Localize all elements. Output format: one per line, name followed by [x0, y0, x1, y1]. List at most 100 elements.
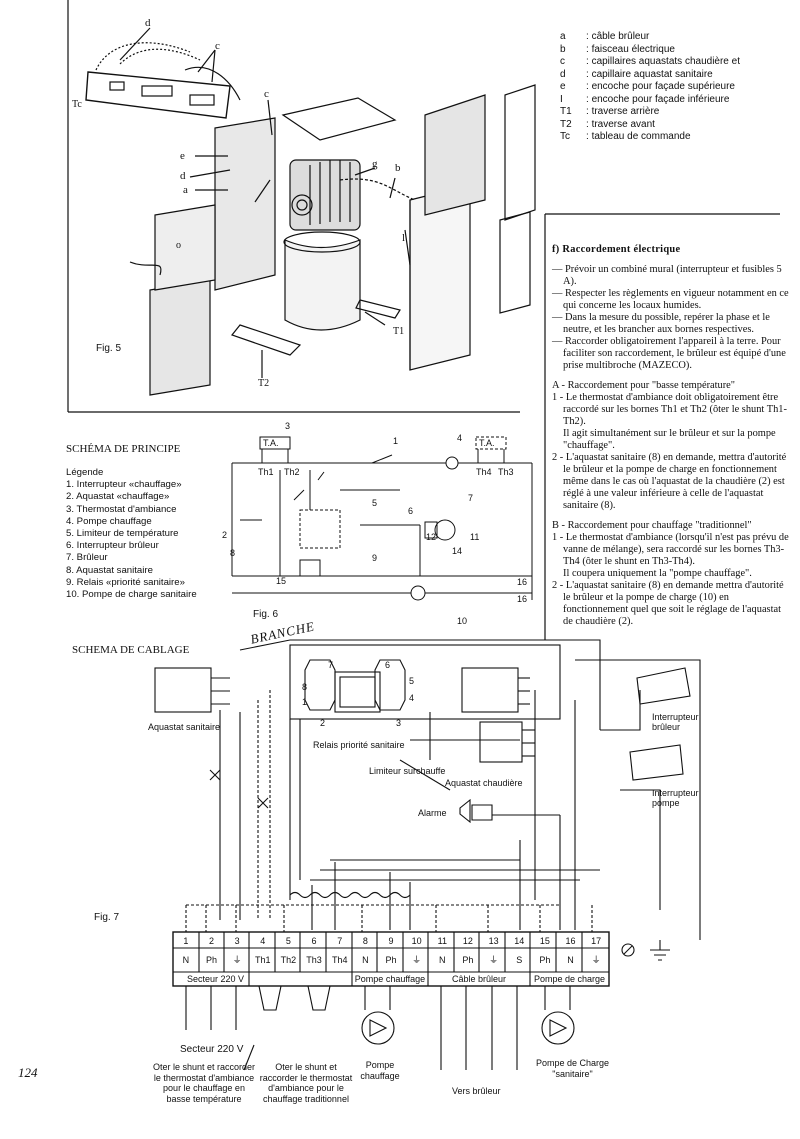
- thermostat-ambiance-box: [259, 436, 291, 450]
- fig5-caption: Fig. 5: [96, 343, 122, 354]
- page-number: 124: [18, 1065, 38, 1080]
- bottom-oter-shunt-basse-temp: Oter le shunt et raccorder le thermostat…: [152, 1062, 256, 1104]
- terminal-number: 1: [183, 936, 189, 946]
- fig6-legend-title: Légende: [66, 467, 104, 478]
- legend-text: traverse arrière: [591, 106, 660, 117]
- fig5-legend-row: a: câble brûleur: [560, 31, 740, 44]
- terminal-label: Th4: [331, 955, 348, 965]
- terminal-number: 2: [208, 936, 214, 946]
- fig6-legend-item: 6. Interrupteur brûleur: [66, 540, 159, 552]
- side-panel: [409, 184, 471, 371]
- fig6-n11: 11: [470, 532, 480, 542]
- fig6-th4: Th4: [476, 467, 492, 477]
- legend-text: câble brûleur: [591, 31, 650, 42]
- fig6-n14: 14: [452, 546, 463, 556]
- lower-front-panel: [149, 279, 211, 396]
- legend-key: b: [560, 43, 566, 55]
- legend-text: traverse avant: [591, 118, 655, 130]
- fig5-legend-row: c: capillaires aquastats chaudière et: [560, 56, 740, 69]
- fig6-legend-item: 5. Limiteur de température: [66, 528, 179, 540]
- aquastat-sanitaire-box: [299, 509, 341, 549]
- legend-sep: :: [586, 43, 589, 55]
- bottom-vers-bruleur: Vers brûleur: [452, 1086, 501, 1096]
- legend-key: e: [560, 81, 566, 92]
- legend-key: I: [560, 93, 563, 105]
- fig5-callout-o: o: [176, 240, 181, 251]
- legend-key: c: [560, 56, 565, 67]
- terminal-label: N: [182, 955, 190, 965]
- relay-term-7: 7: [328, 660, 334, 670]
- shunt-th3-th4: [307, 985, 331, 1011]
- section-b-item: 1 - Le thermostat d'ambiance (lorsqu'il …: [552, 532, 789, 567]
- section-f-item: — Respecter les règlements en vigueur no…: [552, 288, 789, 311]
- fig6-n15: 15: [276, 576, 287, 586]
- fig6-n9: 9: [372, 553, 378, 563]
- pompe-charge-motor: [541, 1011, 575, 1045]
- fig5-legend: a: câble brûleur b: faisceau électrique …: [560, 31, 740, 144]
- section-a-item: Il agit simultanément sur le brûleur et …: [563, 428, 776, 451]
- relais-priorite-box: [334, 671, 381, 713]
- fig6-n2: 2: [222, 530, 228, 540]
- relay-term-3: 3: [396, 718, 402, 728]
- terminal-label: Ph: [385, 955, 397, 965]
- fig6-th2: Th2: [284, 467, 300, 477]
- legend-key: Tc: [560, 131, 570, 142]
- fig5-callout-l: l: [402, 232, 406, 244]
- section-b-item: Il coupera uniquement la "pompe chauffag…: [563, 568, 752, 579]
- legend-key: T1: [560, 106, 572, 117]
- alarme-symbol: [459, 798, 493, 824]
- fig6-legend: Légende 1. Interrupteur «chauffage» 2. A…: [66, 467, 197, 601]
- fig6-caption: Fig. 6: [253, 609, 279, 620]
- relay-term-5: 5: [409, 676, 415, 686]
- legend-sep: :: [586, 131, 589, 142]
- control-panel: [85, 71, 231, 119]
- section-a-title: A - Raccordement pour "basse température…: [552, 380, 736, 391]
- section-f-title: f) Raccordement électrique: [552, 244, 681, 255]
- terminal-number: 8: [362, 936, 368, 946]
- interrupteur-pompe-box: [629, 744, 684, 781]
- section-a-item: 1 - Le thermostat d'ambiance doit obliga…: [552, 392, 787, 427]
- legend-text: tableau de commande: [591, 131, 691, 142]
- legend-sep: :: [586, 68, 589, 80]
- fig5-callout-b: b: [395, 162, 401, 174]
- terminal-label: ⏚: [591, 955, 601, 965]
- fig5-callout-d-top: d: [145, 17, 151, 29]
- label-limiteur-surchauffe: Limiteur surchauffe: [369, 766, 446, 776]
- fig6-legend-item: 4. Pompe chauffage: [66, 515, 152, 527]
- fig6-legend-item: 2. Aquastat «chauffage»: [66, 491, 170, 503]
- relais-box: [299, 559, 321, 577]
- fig7-wiring: [154, 639, 701, 1071]
- relay-term-1: 1: [302, 697, 308, 707]
- terminal-label: Th3: [306, 955, 322, 965]
- fig6-n4: 4: [457, 433, 463, 443]
- heat-exchanger: [289, 159, 361, 231]
- terminal-number: 6: [311, 936, 317, 946]
- terminal-label: Ph: [205, 955, 217, 965]
- bottom-secteur: Secteur 220 V: [180, 1044, 244, 1055]
- terminal-dividers: [198, 932, 583, 986]
- legend-sep: :: [586, 93, 589, 105]
- fig6-n16b: 16: [517, 594, 528, 604]
- fig6-n16a: 16: [517, 577, 528, 587]
- section-f-item: — Raccorder obligatoirement l'appareil à…: [552, 336, 786, 371]
- terminal-label: ⏚: [412, 955, 422, 965]
- terminal-label: Ph: [462, 955, 474, 965]
- bottom-pompe-chauffage: Pompe chauffage: [360, 1060, 400, 1081]
- group-cable-bruleur: Câble brûleur: [451, 974, 507, 984]
- legend-text: encoche pour façade inférieure: [591, 93, 730, 105]
- fig6-schematic: [231, 436, 533, 601]
- terminal-label: N: [567, 955, 574, 965]
- fig5-legend-row: d: capillaire aquastat sanitaire: [560, 69, 740, 82]
- legend-text: encoche pour façade supérieure: [591, 81, 735, 92]
- terminal-label: S: [516, 955, 523, 965]
- relay-term-8: 8: [302, 682, 308, 692]
- fig5-callout-d-mid: d: [180, 170, 186, 182]
- terminal-number: 10: [411, 936, 422, 946]
- terminal-number: 11: [437, 936, 447, 946]
- section-f-item: — Prévoir un combiné mural (interrupteur…: [552, 264, 782, 287]
- upper-front-panel: [154, 204, 216, 291]
- terminal-label: Th1: [255, 955, 271, 965]
- pompe-charge-symbol: [410, 585, 426, 601]
- fig5-callout-e: e: [180, 150, 185, 162]
- terminal-number: 15: [539, 936, 550, 946]
